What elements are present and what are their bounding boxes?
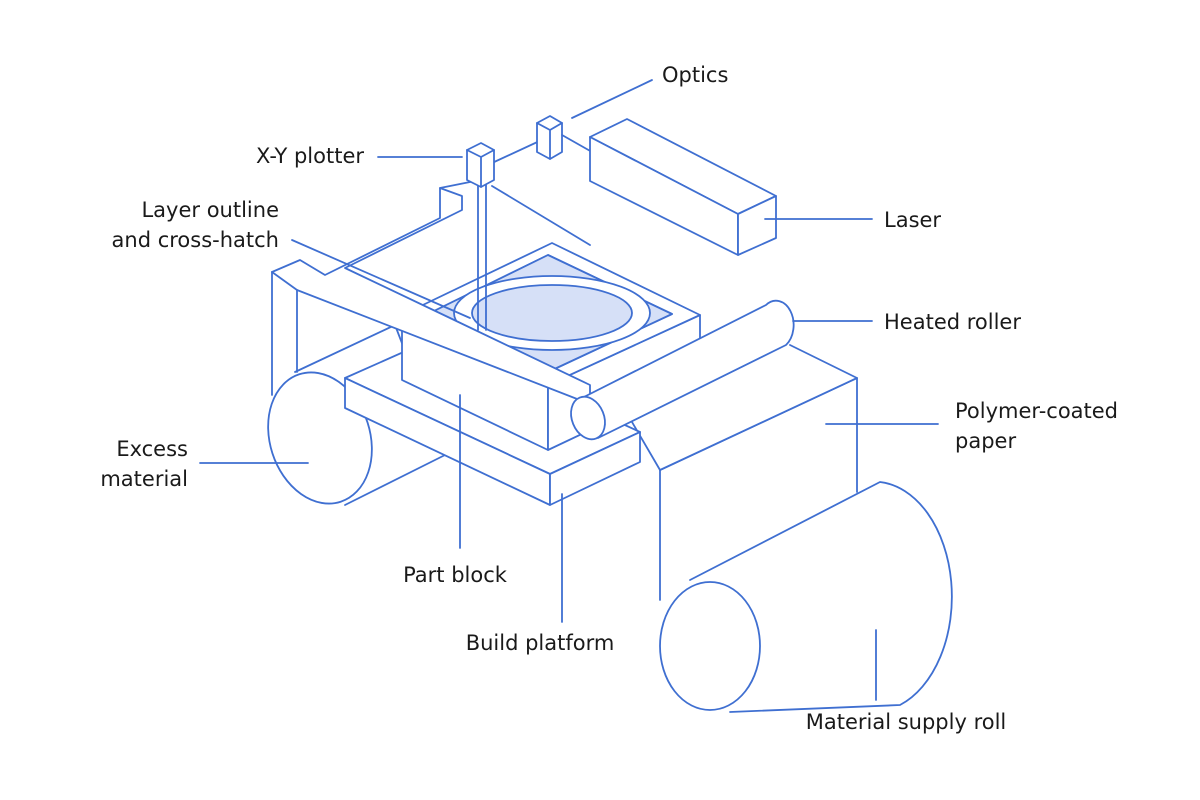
label-polymer-paper-line2: paper bbox=[955, 429, 1016, 453]
leader-layer-outline bbox=[291, 239, 471, 319]
label-layer-outline-line1: Layer outline bbox=[141, 198, 279, 222]
label-polymer-paper-line1: Polymer-coated bbox=[955, 399, 1118, 423]
label-material-supply-roll: Material supply roll bbox=[806, 710, 1007, 734]
gantry-frame bbox=[271, 179, 591, 405]
laser bbox=[589, 118, 777, 256]
label-excess-material-line1: Excess bbox=[116, 437, 188, 461]
optics bbox=[536, 115, 593, 160]
label-optics: Optics bbox=[662, 63, 728, 87]
labels: Optics X-Y plotter Laser Layer outline a… bbox=[100, 63, 1118, 734]
xy-plotter bbox=[466, 137, 591, 331]
material-supply-roll bbox=[659, 481, 953, 713]
label-xy-plotter: X-Y plotter bbox=[256, 144, 364, 168]
label-laser: Laser bbox=[884, 208, 941, 232]
leader-lines bbox=[199, 79, 939, 701]
label-layer-outline-line2: and cross-hatch bbox=[112, 228, 279, 252]
label-excess-material-line2: material bbox=[100, 467, 188, 491]
heated-roller bbox=[570, 299, 795, 441]
leader-optics bbox=[571, 79, 653, 119]
label-part-block: Part block bbox=[403, 563, 508, 587]
label-build-platform: Build platform bbox=[466, 631, 615, 655]
label-heated-roller: Heated roller bbox=[884, 310, 1021, 334]
